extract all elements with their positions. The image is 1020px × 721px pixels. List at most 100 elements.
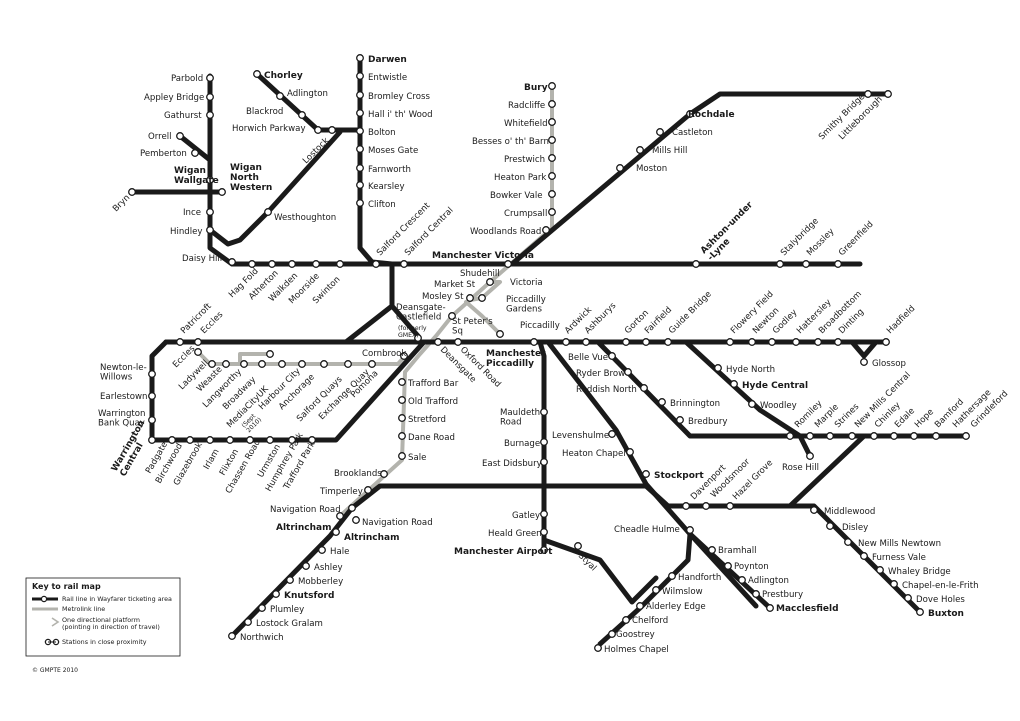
station-label-ashton-under-lyne[interactable]: Ashton-under-Lyne <box>699 200 762 263</box>
station-label-knutsford[interactable]: Knutsford <box>284 591 334 601</box>
station-label-chapel-en-le-frith[interactable]: Chapel-en-le-Frith <box>902 581 979 591</box>
station-label-irlam[interactable]: Irlam <box>202 447 222 471</box>
station-label-kearsley[interactable]: Kearsley <box>368 182 405 192</box>
station-label-darwen[interactable]: Darwen <box>368 55 407 65</box>
station-label-blackrod[interactable]: Blackrod <box>246 107 283 117</box>
station-label-market-st[interactable]: Market St <box>434 280 476 290</box>
station-label-deansgate-castlefield[interactable]: Deansgate-Castlefield <box>396 303 446 322</box>
station-label-westhoughton[interactable]: Westhoughton <box>274 213 336 223</box>
station-label-gathurst[interactable]: Gathurst <box>164 111 202 121</box>
station-label-radcliffe[interactable]: Radcliffe <box>508 101 545 111</box>
station-label-trafford-bar[interactable]: Trafford Bar <box>407 379 459 389</box>
station-label-stretford[interactable]: Stretford <box>408 415 446 425</box>
station-label-hyde-central[interactable]: Hyde Central <box>742 381 808 391</box>
station-label-hall-i-th-wood[interactable]: Hall i' th' Wood <box>368 110 433 120</box>
station-label-orrell[interactable]: Orrell <box>148 132 172 142</box>
station-label-shudehill[interactable]: Shudehill <box>460 269 500 279</box>
station-label-east-didsbury[interactable]: East Didsbury <box>482 459 542 469</box>
station-label-ashburys[interactable]: Ashburys <box>583 301 619 337</box>
station-label-guide-bridge[interactable]: Guide Bridge <box>667 289 714 336</box>
station-label-hyde-north[interactable]: Hyde North <box>726 365 775 375</box>
station-label-ryder-brow[interactable]: Ryder Brow <box>576 369 625 379</box>
station-label-old-trafford[interactable]: Old Trafford <box>408 397 458 407</box>
station-label-parbold[interactable]: Parbold <box>171 74 203 84</box>
station-label-moston[interactable]: Moston <box>636 164 667 174</box>
station-label-heaton-chapel[interactable]: Heaton Chapel <box>562 449 626 459</box>
station-label-appley-bridge[interactable]: Appley Bridge <box>144 93 204 103</box>
station-label-victoria[interactable]: Victoria <box>510 278 543 288</box>
station-label-brooklands[interactable]: Brooklands <box>334 469 382 479</box>
station-label-manchester-airport[interactable]: Manchester Airport <box>454 547 553 557</box>
station-label-dove-holes[interactable]: Dove Holes <box>916 595 965 605</box>
station-label-ince[interactable]: Ince <box>183 208 201 218</box>
station-label-bryn[interactable]: Bryn <box>111 193 132 214</box>
station-label-greenfield[interactable]: Greenfield <box>837 220 876 259</box>
station-label-reddish-north[interactable]: Reddish North <box>576 385 637 395</box>
station-label-bredbury[interactable]: Bredbury <box>688 417 728 427</box>
station-label-heaton-park[interactable]: Heaton Park <box>494 173 546 183</box>
station-label-alderley-edge[interactable]: Alderley Edge <box>646 602 706 612</box>
station-label-navigation-road-metro[interactable]: Navigation Road <box>270 505 341 515</box>
station-label-handforth[interactable]: Handforth <box>678 573 721 583</box>
station-label-dane-road[interactable]: Dane Road <box>408 433 455 443</box>
station-label-altrincham-rail[interactable]: Altrincham <box>344 533 399 543</box>
station-label-whitefield[interactable]: Whitefield <box>504 119 548 129</box>
station-label-hindley[interactable]: Hindley <box>170 227 203 237</box>
station-label-brinnington[interactable]: Brinnington <box>670 399 720 409</box>
station-label-heald-green[interactable]: Heald Green <box>488 529 542 539</box>
station-label-daisy-hill[interactable]: Daisy Hill <box>182 254 222 264</box>
station-label-glossop[interactable]: Glossop <box>872 359 906 369</box>
station-label-hadfield[interactable]: Hadfield <box>885 304 917 336</box>
station-label-prestwich[interactable]: Prestwich <box>504 155 545 165</box>
station-label-adlington-lancs[interactable]: Adlington <box>287 89 328 99</box>
station-label-eccles-metro[interactable]: Eccles <box>171 344 198 371</box>
station-label-bowker-vale[interactable]: Bowker Vale <box>490 191 543 201</box>
station-label-mosley-st[interactable]: Mosley St <box>422 292 464 302</box>
station-label-poynton[interactable]: Poynton <box>734 562 769 572</box>
station-label-burnage[interactable]: Burnage <box>504 439 540 449</box>
station-label-sale[interactable]: Sale <box>408 453 426 463</box>
station-label-cheadle-hulme[interactable]: Cheadle Hulme <box>614 525 680 535</box>
station-label-stockport[interactable]: Stockport <box>654 471 704 481</box>
station-label-hope[interactable]: Hope <box>913 407 936 430</box>
station-label-rochdale[interactable]: Rochdale <box>688 110 735 120</box>
station-label-holmes-chapel[interactable]: Holmes Chapel <box>604 645 669 655</box>
station-label-woodley[interactable]: Woodley <box>760 401 797 411</box>
station-label-goostrey[interactable]: Goostrey <box>616 630 655 640</box>
station-label-navigation-road-rail[interactable]: Navigation Road <box>362 518 433 528</box>
station-label-bury[interactable]: Bury <box>524 83 548 93</box>
station-label-pemberton[interactable]: Pemberton <box>140 149 187 159</box>
station-label-clifton[interactable]: Clifton <box>368 200 396 210</box>
station-label-buxton[interactable]: Buxton <box>928 609 964 619</box>
station-label-moses-gate[interactable]: Moses Gate <box>368 146 418 156</box>
station-label-bolton[interactable]: Bolton <box>368 128 396 138</box>
station-label-horwich-parkway[interactable]: Horwich Parkway <box>232 124 306 134</box>
station-label-hale[interactable]: Hale <box>330 547 349 557</box>
station-label-chelford[interactable]: Chelford <box>632 616 668 626</box>
station-label-gatley[interactable]: Gatley <box>512 511 540 521</box>
station-label-furness-vale[interactable]: Furness Vale <box>872 553 926 563</box>
station-label-timperley[interactable]: Timperley <box>319 487 363 497</box>
station-label-levenshulme[interactable]: Levenshulme <box>552 431 609 441</box>
station-label-piccadilly-metro[interactable]: Piccadilly <box>520 321 560 331</box>
station-label-entwistle[interactable]: Entwistle <box>368 73 407 83</box>
station-label-northwich[interactable]: Northwich <box>240 633 284 643</box>
station-label-crumpsall[interactable]: Crumpsall <box>504 209 547 219</box>
station-label-macclesfield[interactable]: Macclesfield <box>776 604 839 614</box>
station-label-woodlands-road[interactable]: Woodlands Road <box>470 227 541 237</box>
station-label-plumley[interactable]: Plumley <box>270 605 304 615</box>
station-label-belle-vue[interactable]: Belle Vue <box>568 353 608 363</box>
station-label-adlington-cheshire[interactable]: Adlington <box>748 576 789 586</box>
station-label-middlewood[interactable]: Middlewood <box>824 507 875 517</box>
station-label-ashley[interactable]: Ashley <box>314 563 343 573</box>
station-label-mills-hill[interactable]: Mills Hill <box>652 146 687 156</box>
station-label-prestbury[interactable]: Prestbury <box>762 590 803 600</box>
station-label-wilmslow[interactable]: Wilmslow <box>662 587 703 597</box>
